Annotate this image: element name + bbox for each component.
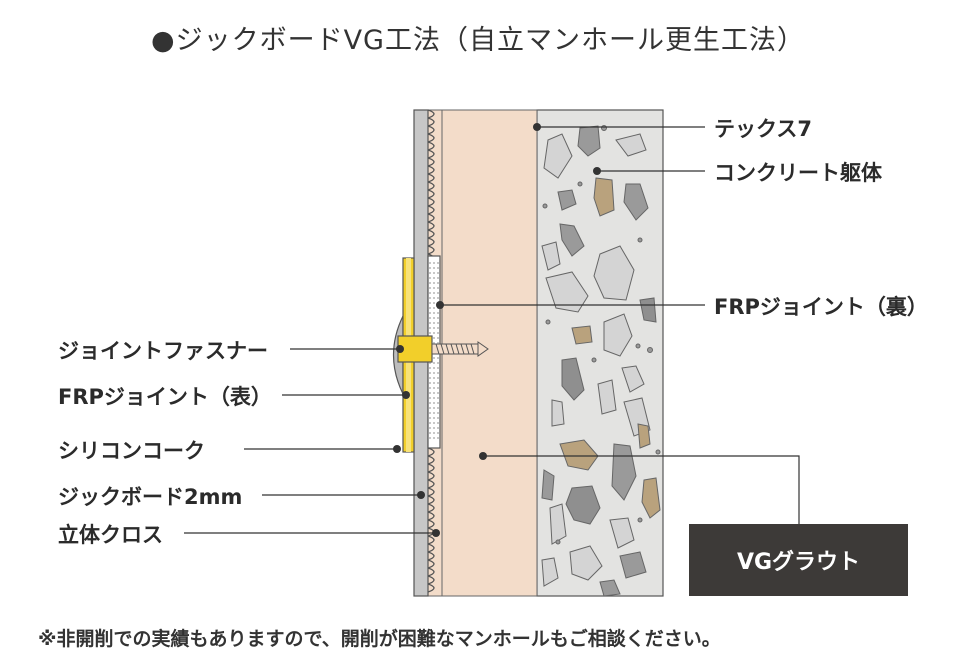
- label-tex7: テックス7: [714, 117, 812, 141]
- vg-grout-label: VGグラウト: [736, 550, 861, 575]
- aggregate-stones: [541, 125, 661, 596]
- label-zick-board: ジックボード2mm: [58, 485, 243, 509]
- leader-lines: [184, 126, 800, 534]
- leader-dots: [393, 123, 601, 537]
- vg-grout-label-box: VGグラウト: [689, 524, 908, 596]
- label-joint-fastener: ジョイントファスナー: [58, 339, 268, 363]
- label-concrete-body: コンクリート躯体: [714, 161, 882, 185]
- diagram-title: ●ジックボードVG工法（自立マンホール更生工法）: [151, 25, 805, 56]
- label-frp-joint-back: FRPジョイント（裏）: [714, 295, 928, 319]
- label-silicone-caulk: シリコンコーク: [58, 439, 205, 463]
- label-frp-joint-front: FRPジョイント（表）: [58, 385, 272, 409]
- footnote: ※非開削での実績もありますので、開削が困難なマンホールもご相談ください。: [38, 628, 721, 650]
- label-3d-cloth: 立体クロス: [58, 523, 163, 547]
